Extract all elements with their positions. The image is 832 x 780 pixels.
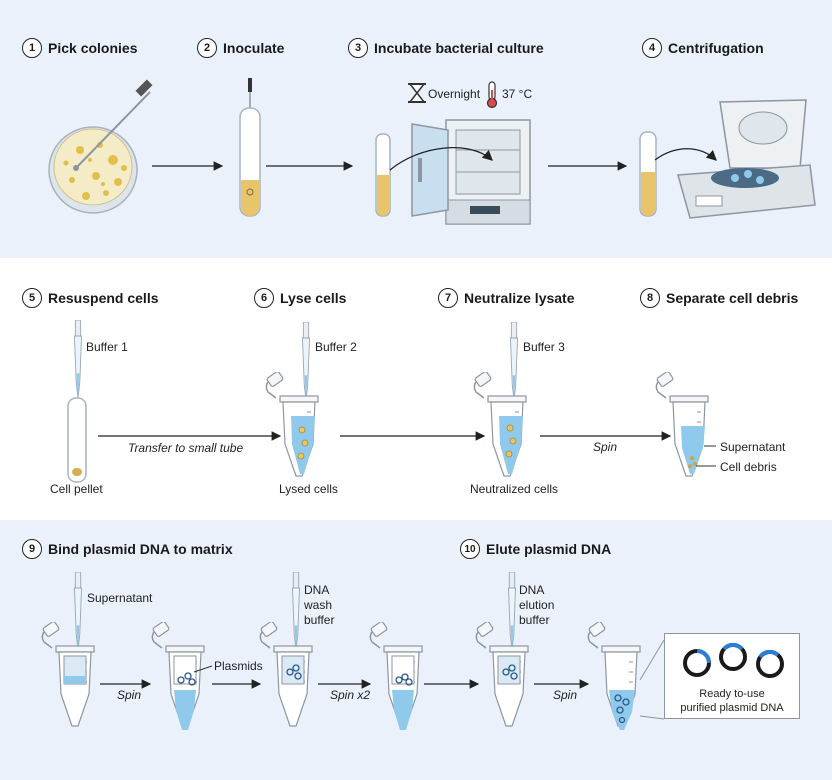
elution-buffer-line-2: elution (519, 598, 555, 612)
step-3-number: 3 (348, 38, 368, 58)
supernatant-9-label: Supernatant (87, 591, 153, 605)
cell-pellet-label: Cell pellet (50, 482, 103, 496)
step-7-title: 7 Neutralize lysate (438, 288, 575, 308)
buffer-3-label: Buffer 3 (523, 340, 565, 354)
wash-buffer-line-3: buffer (304, 613, 335, 627)
incubation-temperature: 37 °C (502, 87, 533, 101)
hourglass-icon (408, 83, 426, 103)
step-7-number: 7 (438, 288, 458, 308)
step-3-title: 3 Incubate bacterial culture (348, 38, 544, 58)
step-10-label: Elute plasmid DNA (486, 541, 612, 557)
step-9-label: Bind plasmid DNA to matrix (48, 541, 233, 557)
buffer-1-label: Buffer 1 (86, 340, 128, 354)
step-1-label: Pick colonies (48, 40, 138, 56)
step-7-label: Neutralize lysate (464, 290, 575, 306)
step-5-label: Resuspend cells (48, 290, 159, 306)
spin-9a-label: Spin (117, 688, 142, 702)
spin-x2-label: Spin x2 (330, 688, 371, 702)
wash-buffer-label: DNA wash buffer (304, 583, 334, 628)
result-line-2: purified plasmid DNA (680, 702, 784, 714)
step-2-label: Inoculate (223, 40, 285, 56)
supernatant-label: Supernatant (720, 440, 786, 454)
buffer-2-label: Buffer 2 (315, 340, 357, 354)
result-panel (664, 633, 800, 719)
step-1-title: 1 Pick colonies (22, 38, 137, 58)
step-8-number: 8 (640, 288, 660, 308)
step-2-number: 2 (197, 38, 217, 58)
step-10-title: 10 Elute plasmid DNA (460, 539, 611, 559)
step-5-title: 5 Resuspend cells (22, 288, 159, 308)
step-3-label: Incubate bacterial culture (374, 40, 544, 56)
step-4-label: Centrifugation (668, 40, 764, 56)
step-6-number: 6 (254, 288, 274, 308)
step-1-number: 1 (22, 38, 42, 58)
plasmids-label: Plasmids (214, 659, 263, 673)
wash-buffer-line-2: wash (304, 598, 333, 612)
elution-buffer-line-1: DNA (519, 583, 545, 597)
thermometer-icon (486, 81, 498, 109)
lysed-cells-label: Lysed cells (279, 482, 338, 496)
step-4-number: 4 (642, 38, 662, 58)
spin-8-label: Spin (593, 440, 618, 454)
step-8-title: 8 Separate cell debris (640, 288, 798, 308)
transfer-label: Transfer to small tube (128, 441, 244, 455)
result-caption: Ready to-use purified plasmid DNA (664, 687, 800, 715)
result-line-1: Ready to-use (699, 688, 765, 700)
wash-buffer-line-1: DNA (304, 583, 330, 597)
step-4-title: 4 Centrifugation (642, 38, 764, 58)
cell-debris-label: Cell debris (720, 460, 777, 474)
step-5-number: 5 (22, 288, 42, 308)
step-9-number: 9 (22, 539, 42, 559)
elution-buffer-label: DNA elution buffer (519, 583, 554, 628)
step-2-title: 2 Inoculate (197, 38, 284, 58)
incubation-time: Overnight (428, 87, 481, 101)
step-8-label: Separate cell debris (666, 290, 799, 306)
step-10-number: 10 (460, 539, 480, 559)
neutralized-cells-label: Neutralized cells (470, 482, 559, 496)
step-6-title: 6 Lyse cells (254, 288, 346, 308)
step-6-label: Lyse cells (280, 290, 347, 306)
elution-buffer-line-3: buffer (519, 613, 550, 627)
step-9-title: 9 Bind plasmid DNA to matrix (22, 539, 233, 559)
spin-10-label: Spin (553, 688, 578, 702)
